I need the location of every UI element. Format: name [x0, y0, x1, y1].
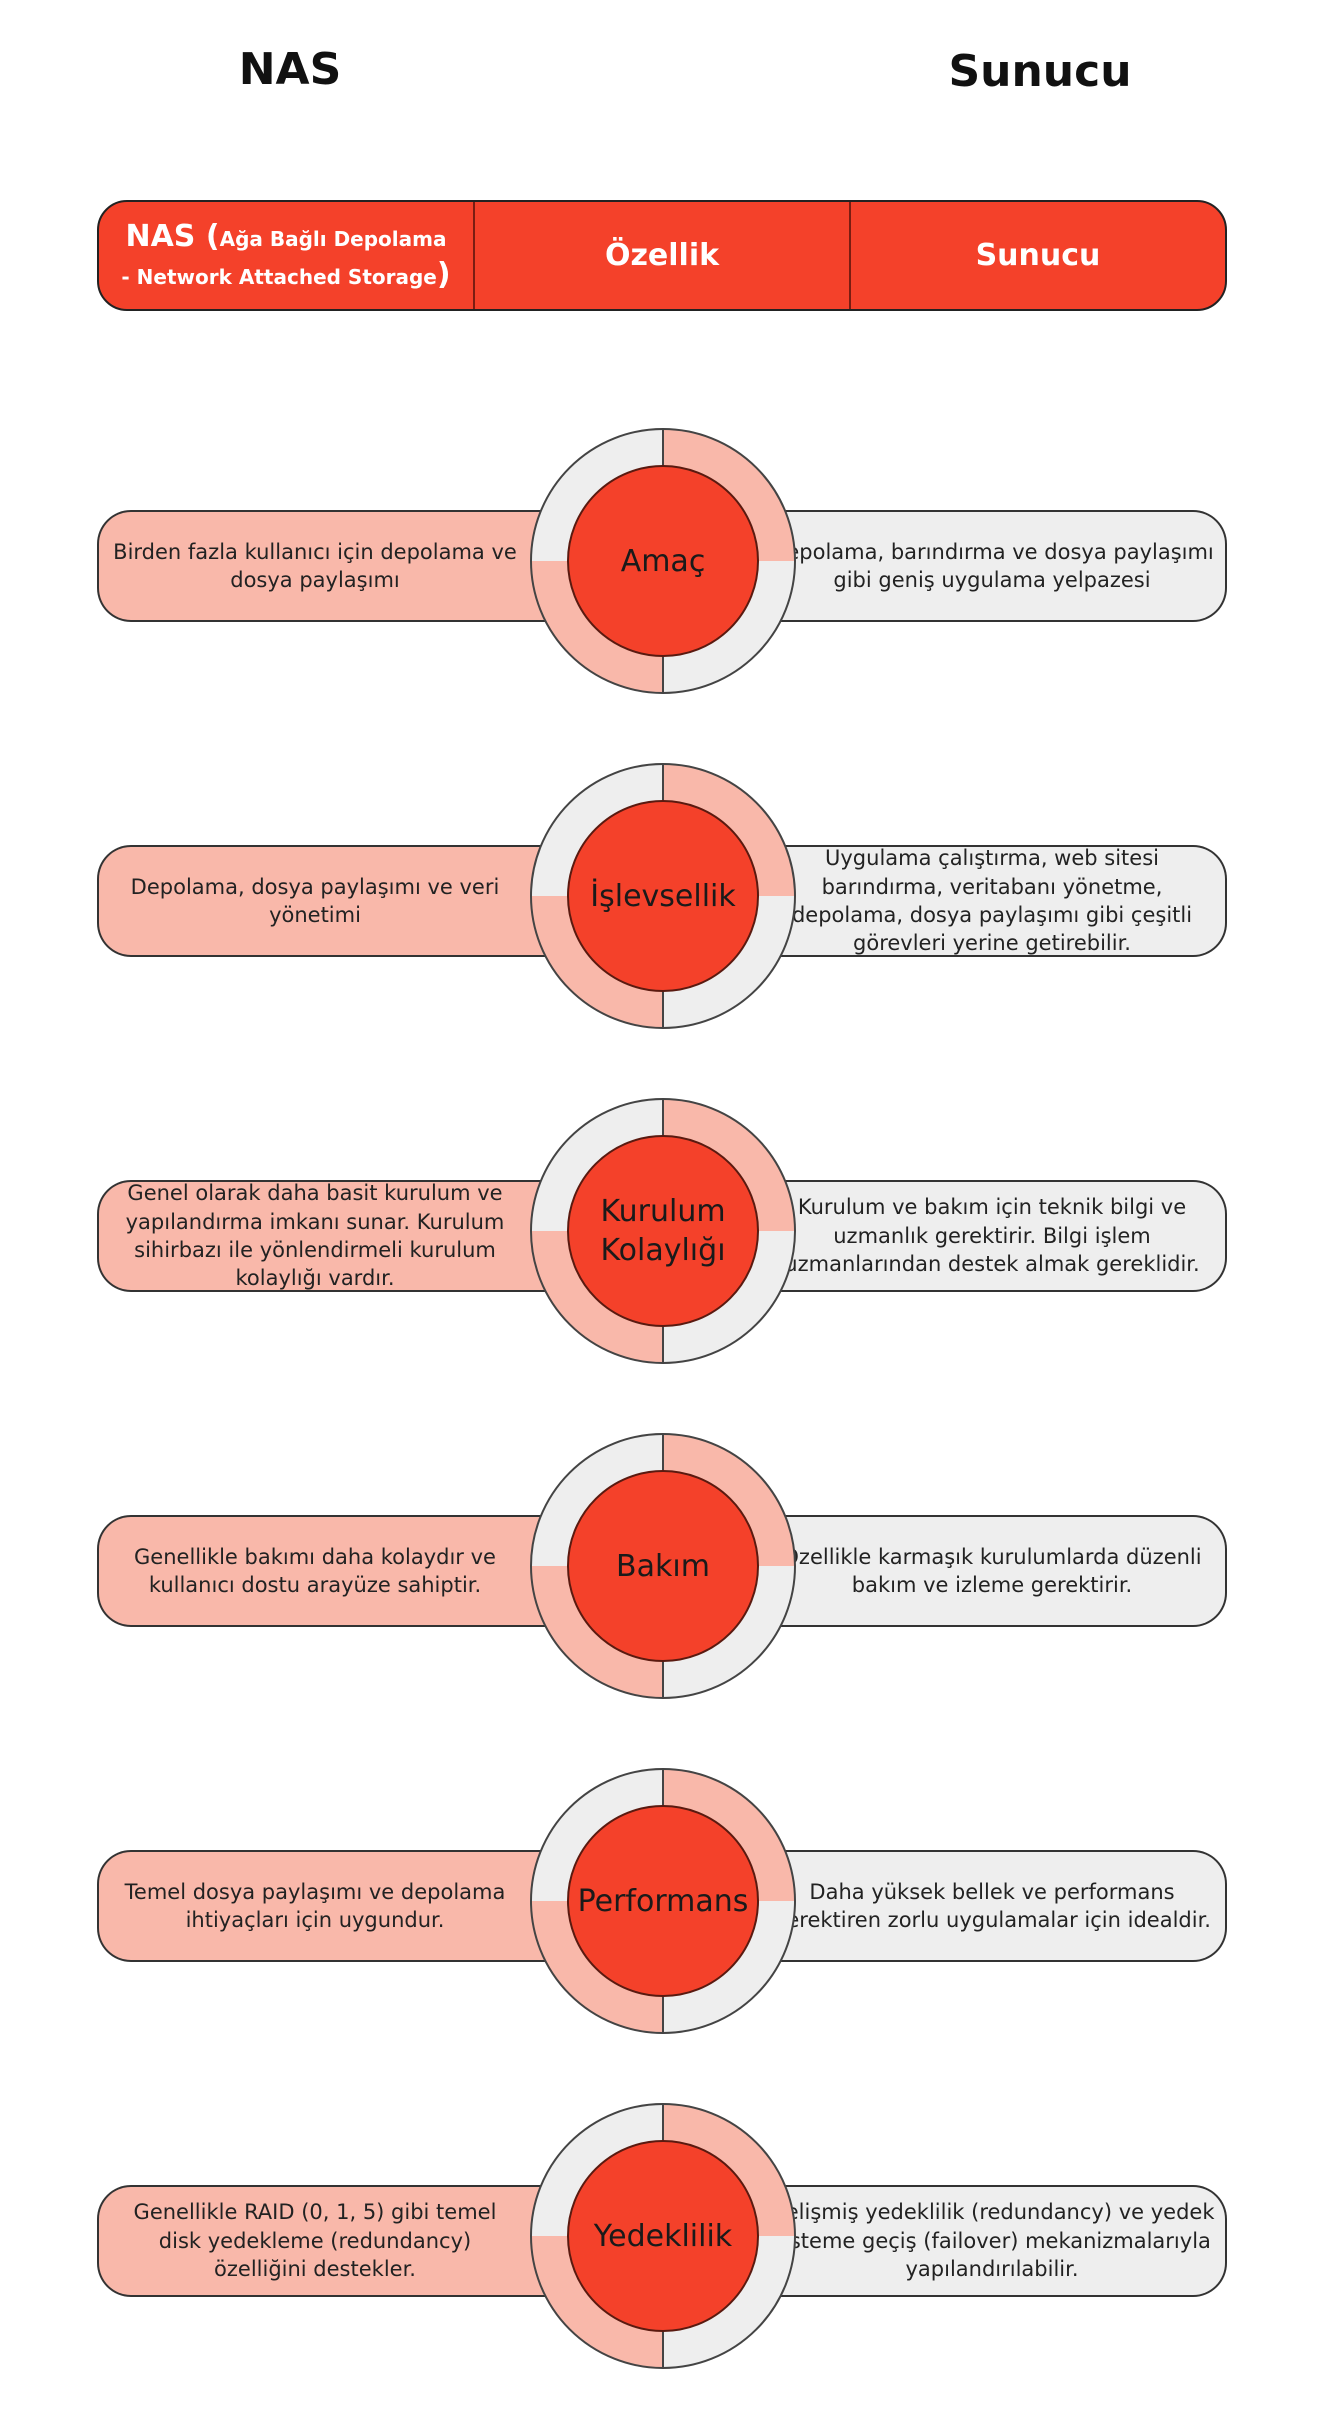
server-text: Kurulum ve bakım için teknik bilgi ve uz… [784, 1195, 1200, 1277]
feature-circle: Yedeklilik [567, 2140, 759, 2332]
nas-text: Genellikle RAID (0, 1, 5) gibi temel dis… [133, 2200, 497, 2282]
header-nas: NAS (Ağa Bağlı Depolama - Network Attach… [99, 202, 473, 309]
row-islevsellik: Depolama, dosya paylaşımı ve veri yöneti… [0, 763, 1326, 1043]
server-cell: Gelişmiş yedeklilik (redundancy) ve yede… [735, 2185, 1227, 2297]
server-text: Özellikle karmaşık kurulumlarda düzenli … [782, 1544, 1202, 1597]
feature-label: Performans [577, 1883, 749, 1919]
feature-label: Yedeklilik [593, 2218, 733, 2254]
feature-label: Amaç [620, 543, 706, 579]
feature-circle: Performans [567, 1805, 759, 1997]
nas-cell: Genel olarak daha basit kurulum ve yapıl… [97, 1180, 597, 1292]
nas-cell: Genellikle bakımı daha kolaydır ve kulla… [97, 1515, 597, 1627]
server-cell: Daha yüksek bellek ve performans gerekti… [735, 1850, 1227, 1962]
header-server: Sunucu [849, 202, 1225, 309]
row-amac: Birden fazla kullanıcı için depolama ve … [0, 428, 1326, 708]
feature-circle: Amaç [567, 465, 759, 657]
header-nas-paren-close: ) [436, 256, 451, 292]
nas-title: NAS [238, 44, 342, 95]
server-text: Depolama, barındırma ve dosya paylaşımı … [770, 539, 1214, 592]
row-kurulum: Genel olarak daha basit kurulum ve yapıl… [0, 1098, 1326, 1378]
nas-cell: Temel dosya paylaşımı ve depolama ihtiya… [97, 1850, 597, 1962]
nas-text: Genel olarak daha basit kurulum ve yapıl… [125, 1181, 505, 1291]
feature-label: Bakım [616, 1548, 710, 1584]
row-bakim: Genellikle bakımı daha kolaydır ve kulla… [0, 1433, 1326, 1713]
header-nas-paren-open: ( [205, 219, 220, 254]
row-yedeklilik: Genellikle RAID (0, 1, 5) gibi temel dis… [0, 2103, 1326, 2383]
server-text: Daha yüksek bellek ve performans gerekti… [773, 1879, 1211, 1932]
nas-text: Temel dosya paylaşımı ve depolama ihtiya… [124, 1879, 506, 1932]
comparison-header: NAS (Ağa Bağlı Depolama - Network Attach… [97, 200, 1227, 311]
feature-label: İşlevsellik [590, 878, 736, 914]
feature-circle: Kurulum Kolaylığı [567, 1135, 759, 1327]
feature-circle: İşlevsellik [567, 800, 759, 992]
header-nas-subtitle: Ağa Bağlı Depolama - Network Attached St… [121, 227, 447, 289]
nas-cell: Birden fazla kullanıcı için depolama ve … [97, 510, 597, 622]
nas-text: Depolama, dosya paylaşımı ve veri yöneti… [130, 874, 500, 927]
server-text: Gelişmiş yedeklilik (redundancy) ve yede… [769, 2200, 1215, 2282]
server-cell: Özellikle karmaşık kurulumlarda düzenli … [735, 1515, 1227, 1627]
server-text: Uygulama çalıştırma, web sitesi barındır… [791, 846, 1193, 956]
server-cell: Depolama, barındırma ve dosya paylaşımı … [735, 510, 1227, 622]
nas-cell: Depolama, dosya paylaşımı ve veri yöneti… [97, 845, 597, 957]
header-feature: Özellik [473, 202, 849, 309]
feature-label: Kurulum Kolaylığı [600, 1194, 726, 1268]
nas-text: Genellikle bakımı daha kolaydır ve kulla… [134, 1544, 496, 1597]
nas-cell: Genellikle RAID (0, 1, 5) gibi temel dis… [97, 2185, 597, 2297]
header-nas-main: NAS [125, 219, 196, 254]
row-performans: Temel dosya paylaşımı ve depolama ihtiya… [0, 1768, 1326, 2048]
nas-text: Birden fazla kullanıcı için depolama ve … [113, 539, 517, 592]
server-title: Sunucu [948, 46, 1132, 97]
feature-circle: Bakım [567, 1470, 759, 1662]
server-cell: Uygulama çalıştırma, web sitesi barındır… [735, 845, 1227, 957]
server-cell: Kurulum ve bakım için teknik bilgi ve uz… [735, 1180, 1227, 1292]
